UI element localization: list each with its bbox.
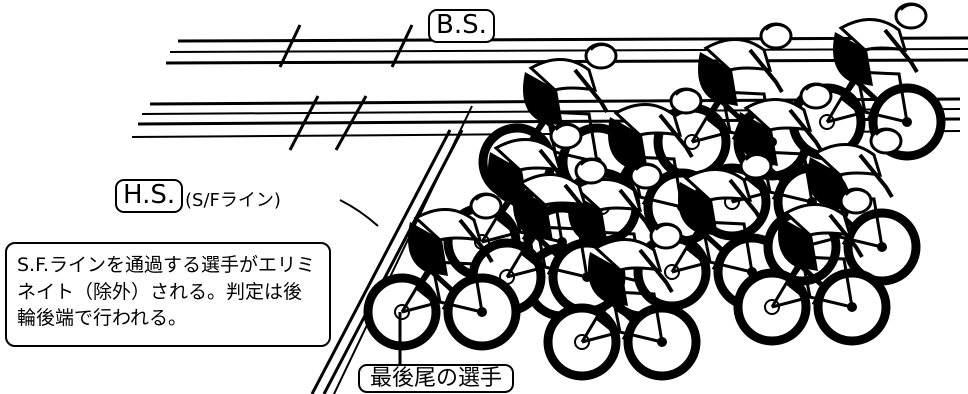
backstretch-label: B.S. xyxy=(428,9,495,43)
explanation-text: S.F.ラインを通過する選手がエリミネイト（除外）される。判定は後輪後端で行われ… xyxy=(17,254,316,330)
cyclist-icon xyxy=(793,4,941,156)
explanation-note: S.F.ラインを通過する選手がエリミネイト（除外）される。判定は後輪後端で行われ… xyxy=(5,242,331,347)
homestretch-label: H.S. xyxy=(115,179,184,213)
sf-leader-line xyxy=(339,199,379,227)
last-rider-label: 最後尾の選手 xyxy=(358,364,515,394)
sf-line-label: (S/Fライン) xyxy=(185,190,281,211)
sf-line xyxy=(310,105,473,394)
